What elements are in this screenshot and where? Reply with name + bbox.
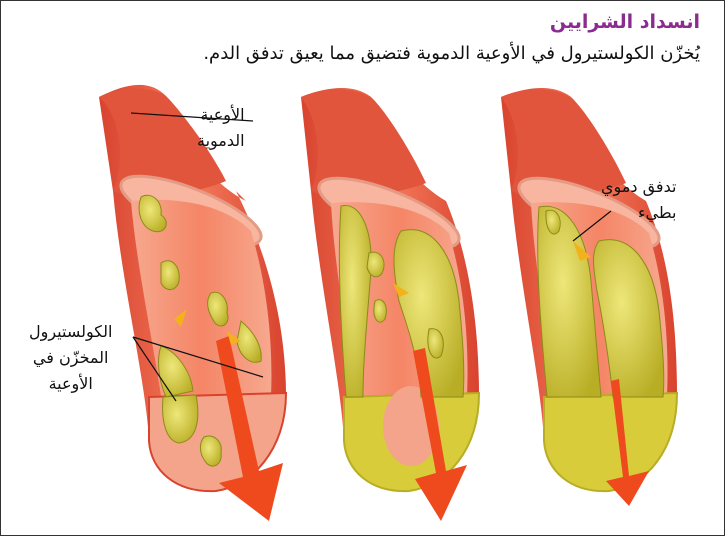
label-line: الأوعية [197, 102, 245, 128]
artery-healthy-stage [99, 85, 286, 521]
label-stored-cholesterol: الكولستيرول المخزّن في الأوعية [29, 319, 112, 397]
label-line: بطيء [601, 200, 676, 226]
label-line: الأوعية [29, 371, 112, 397]
label-line: تدفق دموي [601, 174, 676, 200]
vessel-cross-section [544, 393, 677, 491]
label-blood-vessels: الأوعية الدموية [197, 102, 245, 154]
label-line: الدموية [197, 128, 245, 154]
label-line: المخزّن في [29, 345, 112, 371]
artery-blocked-stage [501, 88, 677, 506]
label-line: الكولستيرول [29, 319, 112, 345]
artery-narrowed-stage [301, 88, 479, 521]
label-slow-blood-flow: تدفق دموي بطيء [601, 174, 676, 226]
